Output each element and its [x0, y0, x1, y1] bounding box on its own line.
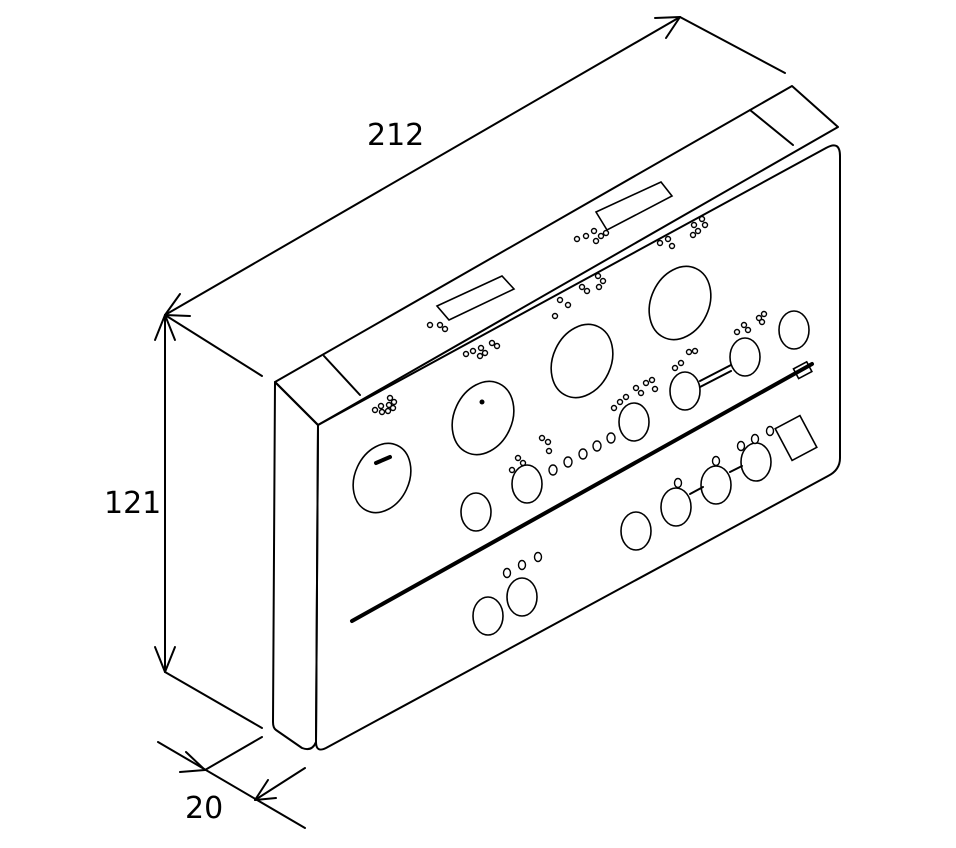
button-lower-1 [620, 511, 652, 551]
knob-indicator [479, 399, 485, 405]
button-bottom-2 [506, 577, 538, 617]
knob-large-2 [451, 380, 515, 456]
button-small-1 [460, 492, 492, 532]
panel-controls [350, 215, 818, 636]
front-panel [315, 144, 841, 751]
display-square [774, 414, 818, 462]
button-small-4 [669, 371, 701, 411]
braille-dots [371, 215, 768, 474]
height-label: 121 [104, 486, 161, 521]
button-bottom-1 [472, 596, 504, 636]
button-small-5 [729, 337, 761, 377]
knob-large-1 [352, 442, 412, 514]
dimension-height: 121 [104, 314, 263, 729]
dimension-depth: 20 [157, 736, 306, 829]
panel-divider [350, 362, 814, 623]
button-lower-2 [660, 487, 692, 527]
top-face [274, 85, 839, 426]
knob-large-4 [648, 265, 712, 341]
device-body [272, 85, 841, 751]
button-small-6 [778, 310, 810, 350]
button-small-3 [618, 402, 650, 442]
width-label: 212 [367, 118, 424, 153]
dimension-width: 212 [164, 16, 786, 377]
power-slot [374, 455, 392, 465]
knob-large-3 [550, 323, 614, 399]
status-indicator [792, 360, 813, 380]
button-small-2 [511, 464, 543, 504]
button-lower-4 [740, 442, 772, 482]
depth-label: 20 [185, 791, 223, 826]
button-lower-3 [700, 465, 732, 505]
top-window-left [435, 275, 516, 321]
left-side [272, 381, 319, 751]
top-window-right [594, 181, 674, 232]
